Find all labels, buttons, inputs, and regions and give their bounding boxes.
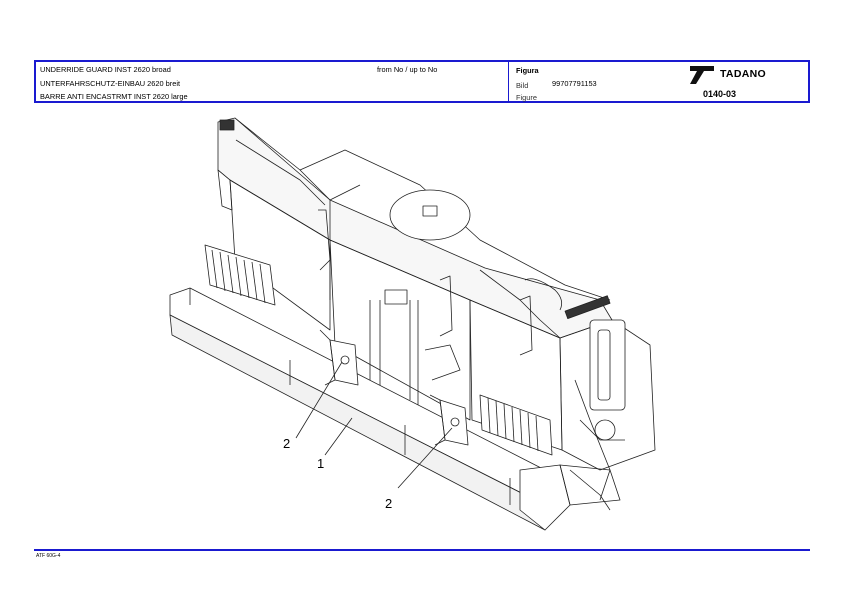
chassis-frame [217, 117, 656, 471]
callout-right-bracket: 2 [385, 496, 393, 511]
figure-label: Figure [516, 93, 537, 102]
bild-label: Bild [516, 81, 529, 90]
figura-label: Figura [516, 66, 539, 75]
title-french: BARRE ANTI ENCASTRMT INST 2620 large [40, 92, 188, 101]
underride-guard-bar [169, 287, 621, 531]
from-to-label: from No / up to No [377, 65, 438, 74]
figure-number: 0140-03 [703, 89, 737, 99]
footer-line [34, 549, 810, 551]
callout-guard-bar: 1 [317, 456, 325, 471]
footer-code: ATF 60G-4 [36, 553, 61, 559]
brand-name: TADANO [720, 68, 766, 80]
title-german: UNTERFAHRSCHUTZ-EINBAU 2620 breit [40, 79, 181, 88]
left-bracket [319, 329, 359, 386]
right-grille [479, 394, 553, 456]
title-english: UNDERRIDE GUARD INST 2620 broad [40, 65, 171, 74]
callout-left-bracket: 2 [283, 436, 291, 451]
title-block: UNDERRIDE GUARD INST 2620 broad UNTERFAH… [34, 60, 810, 103]
left-grille [204, 244, 276, 306]
rear-mechanism [569, 319, 626, 511]
leader-lines [295, 361, 453, 489]
tadano-logo-icon [690, 66, 714, 84]
bild-number: 99707791153 [552, 79, 597, 88]
title-block-divider [508, 62, 509, 101]
